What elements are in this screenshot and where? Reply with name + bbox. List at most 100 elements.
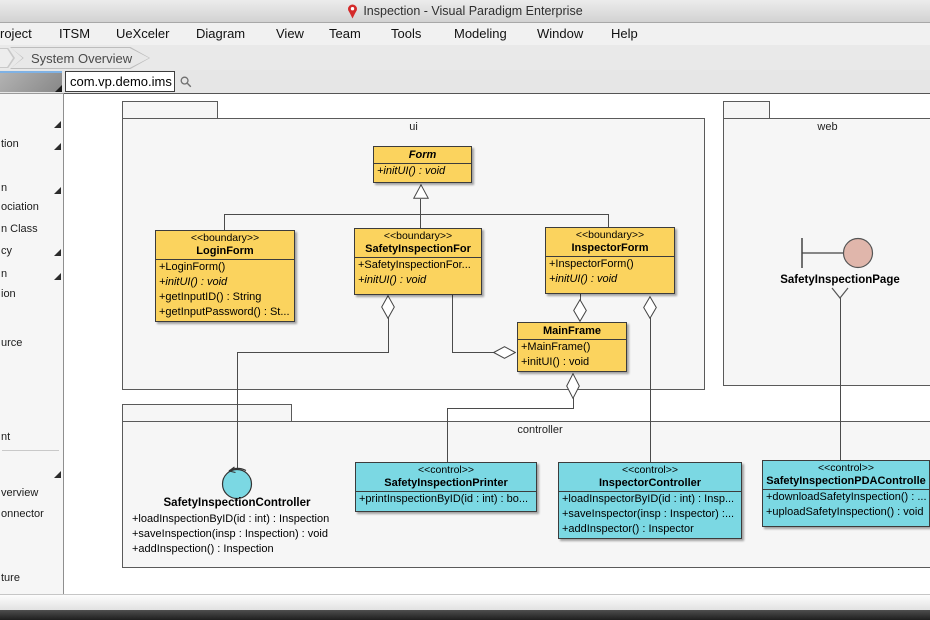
class-operation: +LoginForm() — [159, 261, 226, 273]
connector-line — [224, 214, 609, 215]
palette-item[interactable]: verview — [1, 487, 39, 499]
boundary-element-icon[interactable] — [799, 236, 875, 270]
dropdown-corner-icon[interactable] — [54, 187, 61, 194]
palette-item[interactable]: ociation — [1, 201, 39, 213]
class-inspector-controller[interactable]: <<control>> InspectorController +loadIns… — [558, 462, 742, 539]
class-operation: +loadInspectorByID(id : int) : Insp... — [562, 493, 735, 505]
palette-item[interactable]: tion — [1, 138, 19, 150]
class-operation: +initUI() : void — [377, 165, 446, 177]
class-operation: +InspectorForm() — [549, 258, 634, 270]
class-name: SafetyInspectionFor — [365, 243, 471, 255]
class-stereotype: <<boundary>> — [383, 230, 453, 242]
menu-item-help[interactable]: Help — [611, 26, 638, 41]
class-operation: +initUI() : void — [549, 273, 618, 285]
title-bar: Inspection - Visual Paradigm Enterprise — [0, 0, 930, 23]
palette-item[interactable]: ture — [1, 572, 20, 584]
connector-line — [420, 199, 421, 214]
class-operation: +printInspectionByID(id : int) : bo... — [359, 493, 529, 505]
class-operation: +downloadSafetyInspection() : ... — [766, 491, 927, 503]
class-safety-inspection-printer[interactable]: <<control>> SafetyInspectionPrinter +pri… — [355, 462, 537, 512]
class-safety-inspection-pda-controller[interactable]: <<control>> SafetyInspectionPDAControlle… — [762, 460, 930, 527]
class-operation: +initUI() : void — [521, 356, 590, 368]
connector-line — [452, 295, 453, 352]
dropdown-corner-icon[interactable] — [54, 143, 61, 150]
menu-item-modeling[interactable]: Modeling — [454, 26, 507, 41]
connector-line — [224, 214, 225, 230]
palette-item[interactable]: n — [1, 268, 8, 280]
class-operation: +saveInspector(insp : Inspector) :... — [562, 508, 735, 520]
aggregation-diamond-icon — [573, 299, 587, 322]
palette-item[interactable]: onnector — [1, 508, 44, 520]
package-ui-label: ui — [409, 121, 418, 133]
class-name: InspectorController — [598, 477, 702, 489]
class-operation: +initUI() : void — [358, 274, 427, 286]
status-bar — [0, 594, 930, 610]
aggregation-diamond-icon — [566, 373, 580, 399]
class-operation: +loadInspectionByID(id : int) : Inspecti… — [132, 513, 330, 525]
dropdown-corner-icon[interactable] — [54, 121, 61, 128]
palette-item[interactable]: urce — [1, 337, 23, 349]
connector-line — [650, 318, 651, 462]
connector-line — [237, 352, 238, 469]
class-stereotype: <<control>> — [417, 464, 475, 476]
palette-item[interactable]: cy — [1, 245, 12, 257]
menu-item-diagram[interactable]: Diagram — [196, 26, 246, 41]
menu-item-itsm[interactable]: ITSM — [59, 26, 91, 41]
class-operation: +addInspector() : Inspector — [562, 523, 694, 535]
palette-divider — [2, 450, 59, 451]
connector-line — [237, 352, 389, 353]
class-operation: +MainFrame() — [521, 341, 591, 353]
search-icon[interactable] — [180, 76, 192, 88]
class-main-frame[interactable]: MainFrame +MainFrame() +initUI() : void — [517, 322, 627, 372]
package-ui-tab[interactable] — [122, 101, 218, 119]
class-safety-inspection-form[interactable]: <<boundary>> SafetyInspectionFor +Safety… — [354, 228, 482, 295]
dropdown-corner-icon[interactable] — [54, 273, 61, 280]
menu-item-uexceler[interactable]: UeXceler — [116, 26, 170, 41]
class-operation: +getInputPassword() : St... — [159, 306, 290, 318]
menu-item-team[interactable]: Team — [329, 26, 361, 41]
connector-line — [580, 293, 581, 300]
menu-item-tools[interactable]: Tools — [391, 26, 422, 41]
palette-item[interactable]: n Class — [1, 223, 38, 235]
fold-corner-icon — [55, 85, 62, 92]
class-operation: +saveInspection(insp : Inspection) : voi… — [132, 528, 328, 540]
menu-item-window[interactable]: Window — [537, 26, 584, 41]
class-stereotype: <<boundary>> — [190, 232, 260, 244]
control-element-icon[interactable] — [219, 465, 256, 501]
class-login-form[interactable]: <<boundary>> LoginForm +LoginForm() +ini… — [155, 230, 295, 322]
class-name: InspectorForm — [571, 242, 649, 254]
tool-palette: tion n ociation n Class cy n ion urce nt… — [0, 93, 64, 595]
package-web-tab[interactable] — [723, 101, 770, 119]
connector-line — [447, 408, 448, 462]
aggregation-diamond-icon — [643, 296, 657, 319]
generalization-arrow-icon — [413, 184, 429, 199]
dropdown-corner-icon[interactable] — [54, 249, 61, 256]
class-operation: +getInputID() : String — [159, 291, 262, 303]
package-controller-tab[interactable] — [122, 404, 292, 422]
menu-item-view[interactable]: View — [276, 26, 304, 41]
aggregation-diamond-icon — [493, 346, 516, 359]
class-inspector-form[interactable]: <<boundary>> InspectorForm +InspectorFor… — [545, 227, 675, 294]
class-name: SafetyInspectionPDAControlle — [766, 475, 926, 487]
class-stereotype: <<boundary>> — [575, 229, 645, 241]
app-pin-icon — [348, 4, 358, 18]
menu-item-project[interactable]: roject — [0, 26, 32, 41]
dropdown-corner-icon[interactable] — [54, 471, 61, 478]
palette-item[interactable]: ion — [1, 288, 16, 300]
breadcrumb-label: System Overview — [31, 50, 133, 66]
breadcrumb[interactable]: System Overview — [10, 47, 150, 69]
connector-line — [608, 214, 609, 228]
package-web[interactable] — [723, 118, 930, 386]
class-operation: +addInspection() : Inspection — [132, 543, 274, 555]
palette-item[interactable]: n — [1, 182, 8, 194]
connector-line — [452, 352, 494, 353]
tab-com-vp-demo-ims[interactable]: com.vp.demo.ims — [65, 71, 175, 92]
class-form[interactable]: Form +initUI() : void — [373, 146, 472, 183]
class-name: LoginForm — [196, 245, 254, 257]
palette-item[interactable]: nt — [1, 431, 11, 443]
connector-line — [840, 298, 841, 460]
model-thumbnail[interactable] — [0, 71, 62, 92]
breadcrumb-chevron-icon — [0, 48, 15, 68]
breadcrumb-bar: System Overview — [0, 45, 930, 70]
